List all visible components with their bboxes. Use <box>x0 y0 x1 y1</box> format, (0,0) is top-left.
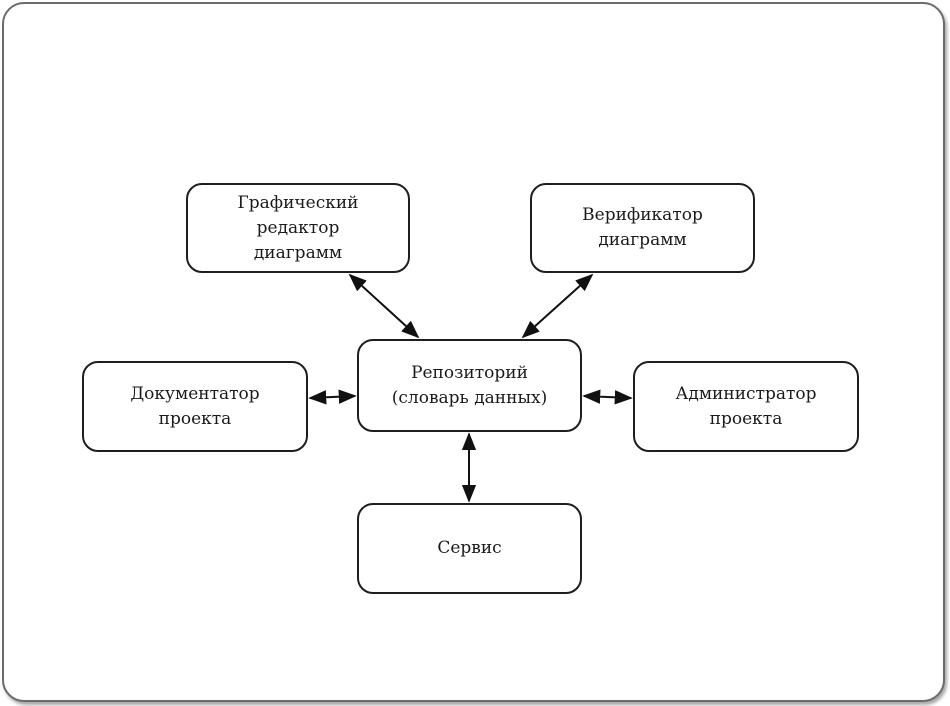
node-repository-label: Репозиторий (словарь данных) <box>391 362 548 408</box>
node-documenter-label: Документатор проекта <box>130 383 260 429</box>
node-graphic-editor-label: Графический редактор диаграмм <box>237 192 359 263</box>
node-verifier-label: Верификатор диаграмм <box>582 205 703 250</box>
edge-repository-administrator <box>582 389 633 405</box>
node-documenter: Документатор проекта <box>82 361 308 452</box>
edge-repository-editor <box>348 273 420 339</box>
node-service-label: Сервис <box>437 538 502 558</box>
node-administrator-label: Администратор проекта <box>675 383 817 429</box>
node-service: Сервис <box>357 503 582 594</box>
node-administrator: Администратор проекта <box>633 361 859 452</box>
node-repository: Репозиторий (словарь данных) <box>357 339 582 432</box>
edge-repository-verifier <box>521 273 594 339</box>
node-verifier: Верификатор диаграмм <box>530 183 755 273</box>
node-graphic-editor: Графический редактор диаграмм <box>186 183 410 273</box>
edge-repository-documenter <box>308 389 357 405</box>
